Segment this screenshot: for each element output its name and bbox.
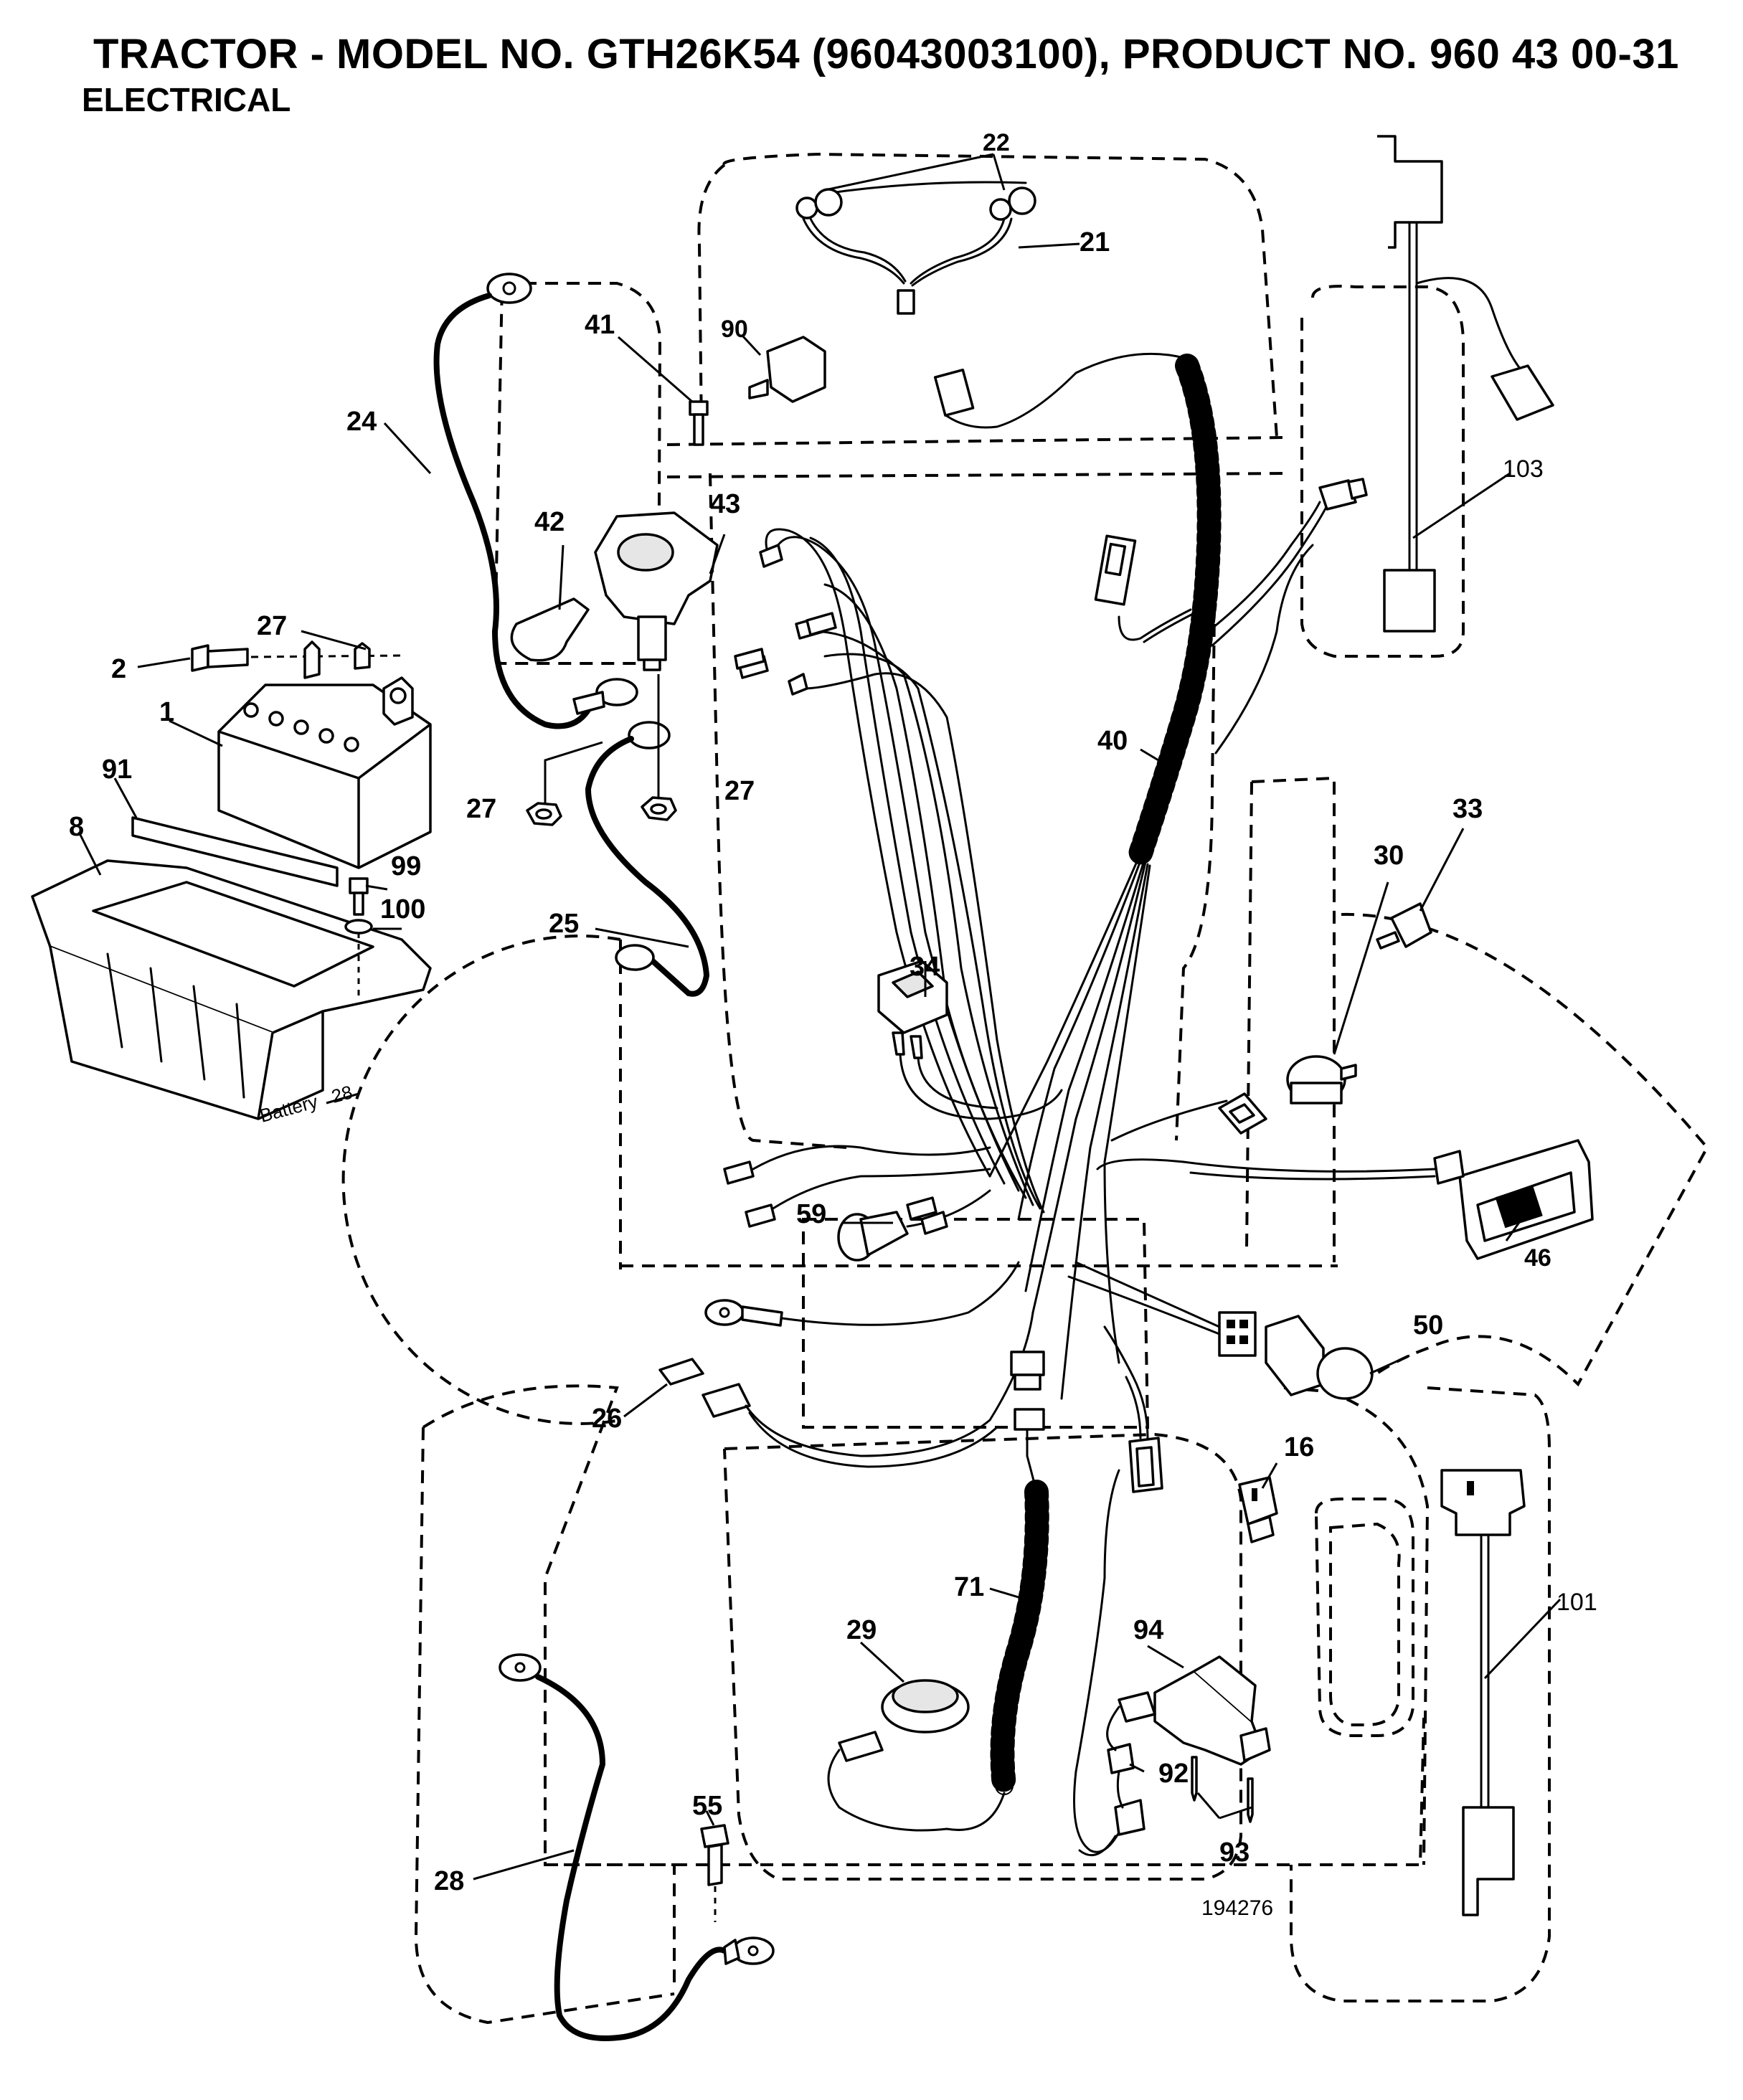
drawing-number: 194276 [1201,1896,1273,1920]
part-25-cable [585,721,710,997]
callout-29: 29 [846,1615,877,1645]
part-59-light-socket [837,1189,991,1262]
part-40-main-harness [734,352,1222,1400]
part-91-hold-down [131,816,339,887]
part-43-solenoid [594,511,719,671]
part-1-battery [217,676,432,869]
callout-1: 1 [159,697,174,727]
part-8-battery-tray [31,859,432,1120]
harness-upper-connector [1094,534,1196,643]
callout-41: 41 [585,310,615,340]
callout-26: 26 [592,1404,622,1434]
callout-59: 59 [796,1199,826,1229]
part-46-hour-meter [1096,1139,1594,1260]
part-90-switch [748,336,826,403]
callout-27-right: 27 [724,776,755,806]
callout-46: 46 [1524,1244,1551,1272]
callout-24: 24 [346,407,377,437]
callout-33: 33 [1452,794,1483,824]
part-24-cable [433,273,638,729]
center-connectors [1010,1325,1163,1493]
part-29-seat-switch [838,1679,970,1762]
harness-right-branch [1207,478,1368,755]
part-34-rocker-switch [877,960,1063,1120]
ring-terminal-ground [704,1261,1020,1327]
callout-94: 94 [1133,1615,1163,1645]
part-50-pto-switch [1067,1261,1374,1400]
part-103-harness [1377,135,1554,633]
callout-34: 34 [910,952,940,982]
callout-101: 101 [1557,1589,1597,1616]
callout-28: 28 [434,1866,464,1896]
callout-25: 25 [549,909,579,939]
callout-21: 21 [1080,227,1110,257]
part-71-loom [827,1455,1049,1832]
callout-100: 100 [380,894,425,924]
callout-16: 16 [1284,1432,1314,1462]
part-27-nuts [526,674,677,826]
callout-27-left: 27 [466,794,496,824]
battery-ref: 28 [329,1081,355,1107]
part-33-key [1376,902,1432,950]
callout-103: 103 [1503,455,1544,483]
page-title: TRACTOR - MODEL NO. GTH26K54 (9604300310… [93,31,1679,77]
part-16-relay [1238,1476,1278,1543]
callout-42: 42 [534,507,565,537]
part-30-ignition-switch [1110,1055,1357,1142]
tractor-frame-outline [341,152,1709,2025]
callout-2: 2 [111,654,126,684]
callout-71: 71 [954,1572,984,1602]
callout-30: 30 [1374,841,1404,871]
callout-90: 90 [721,316,748,343]
callout-50: 50 [1413,1310,1443,1340]
callout-labels: 1 2 8 16 21 22 24 25 26 27 27 27 28 29 3… [69,129,1597,1896]
callout-43: 43 [710,489,740,519]
part-41-bolt [689,400,709,446]
callout-92: 92 [1158,1759,1189,1789]
part-55-bolt [700,1824,729,1922]
leader-lines [77,153,1562,1881]
part-99-bolt [344,877,373,997]
callout-55: 55 [692,1791,722,1821]
part-28-cable [499,1653,775,2041]
callout-93: 93 [1219,1838,1250,1868]
callout-40: 40 [1097,726,1128,756]
callout-91: 91 [102,755,132,785]
part-101-harness [1440,1469,1526,1916]
floor-left-connectors [723,1145,991,1228]
callout-27-battery: 27 [257,611,287,641]
page-subtitle: ELECTRICAL [82,81,291,118]
headlight-assembly [795,181,1036,315]
callout-22: 22 [983,129,1010,156]
callout-8: 8 [69,812,84,842]
part-2-bolt [191,640,402,679]
part-94-switch [1073,1469,1271,1857]
callout-99: 99 [391,851,421,881]
part-42-terminal-boot [510,597,590,662]
part-26-connector [658,1311,1034,1468]
